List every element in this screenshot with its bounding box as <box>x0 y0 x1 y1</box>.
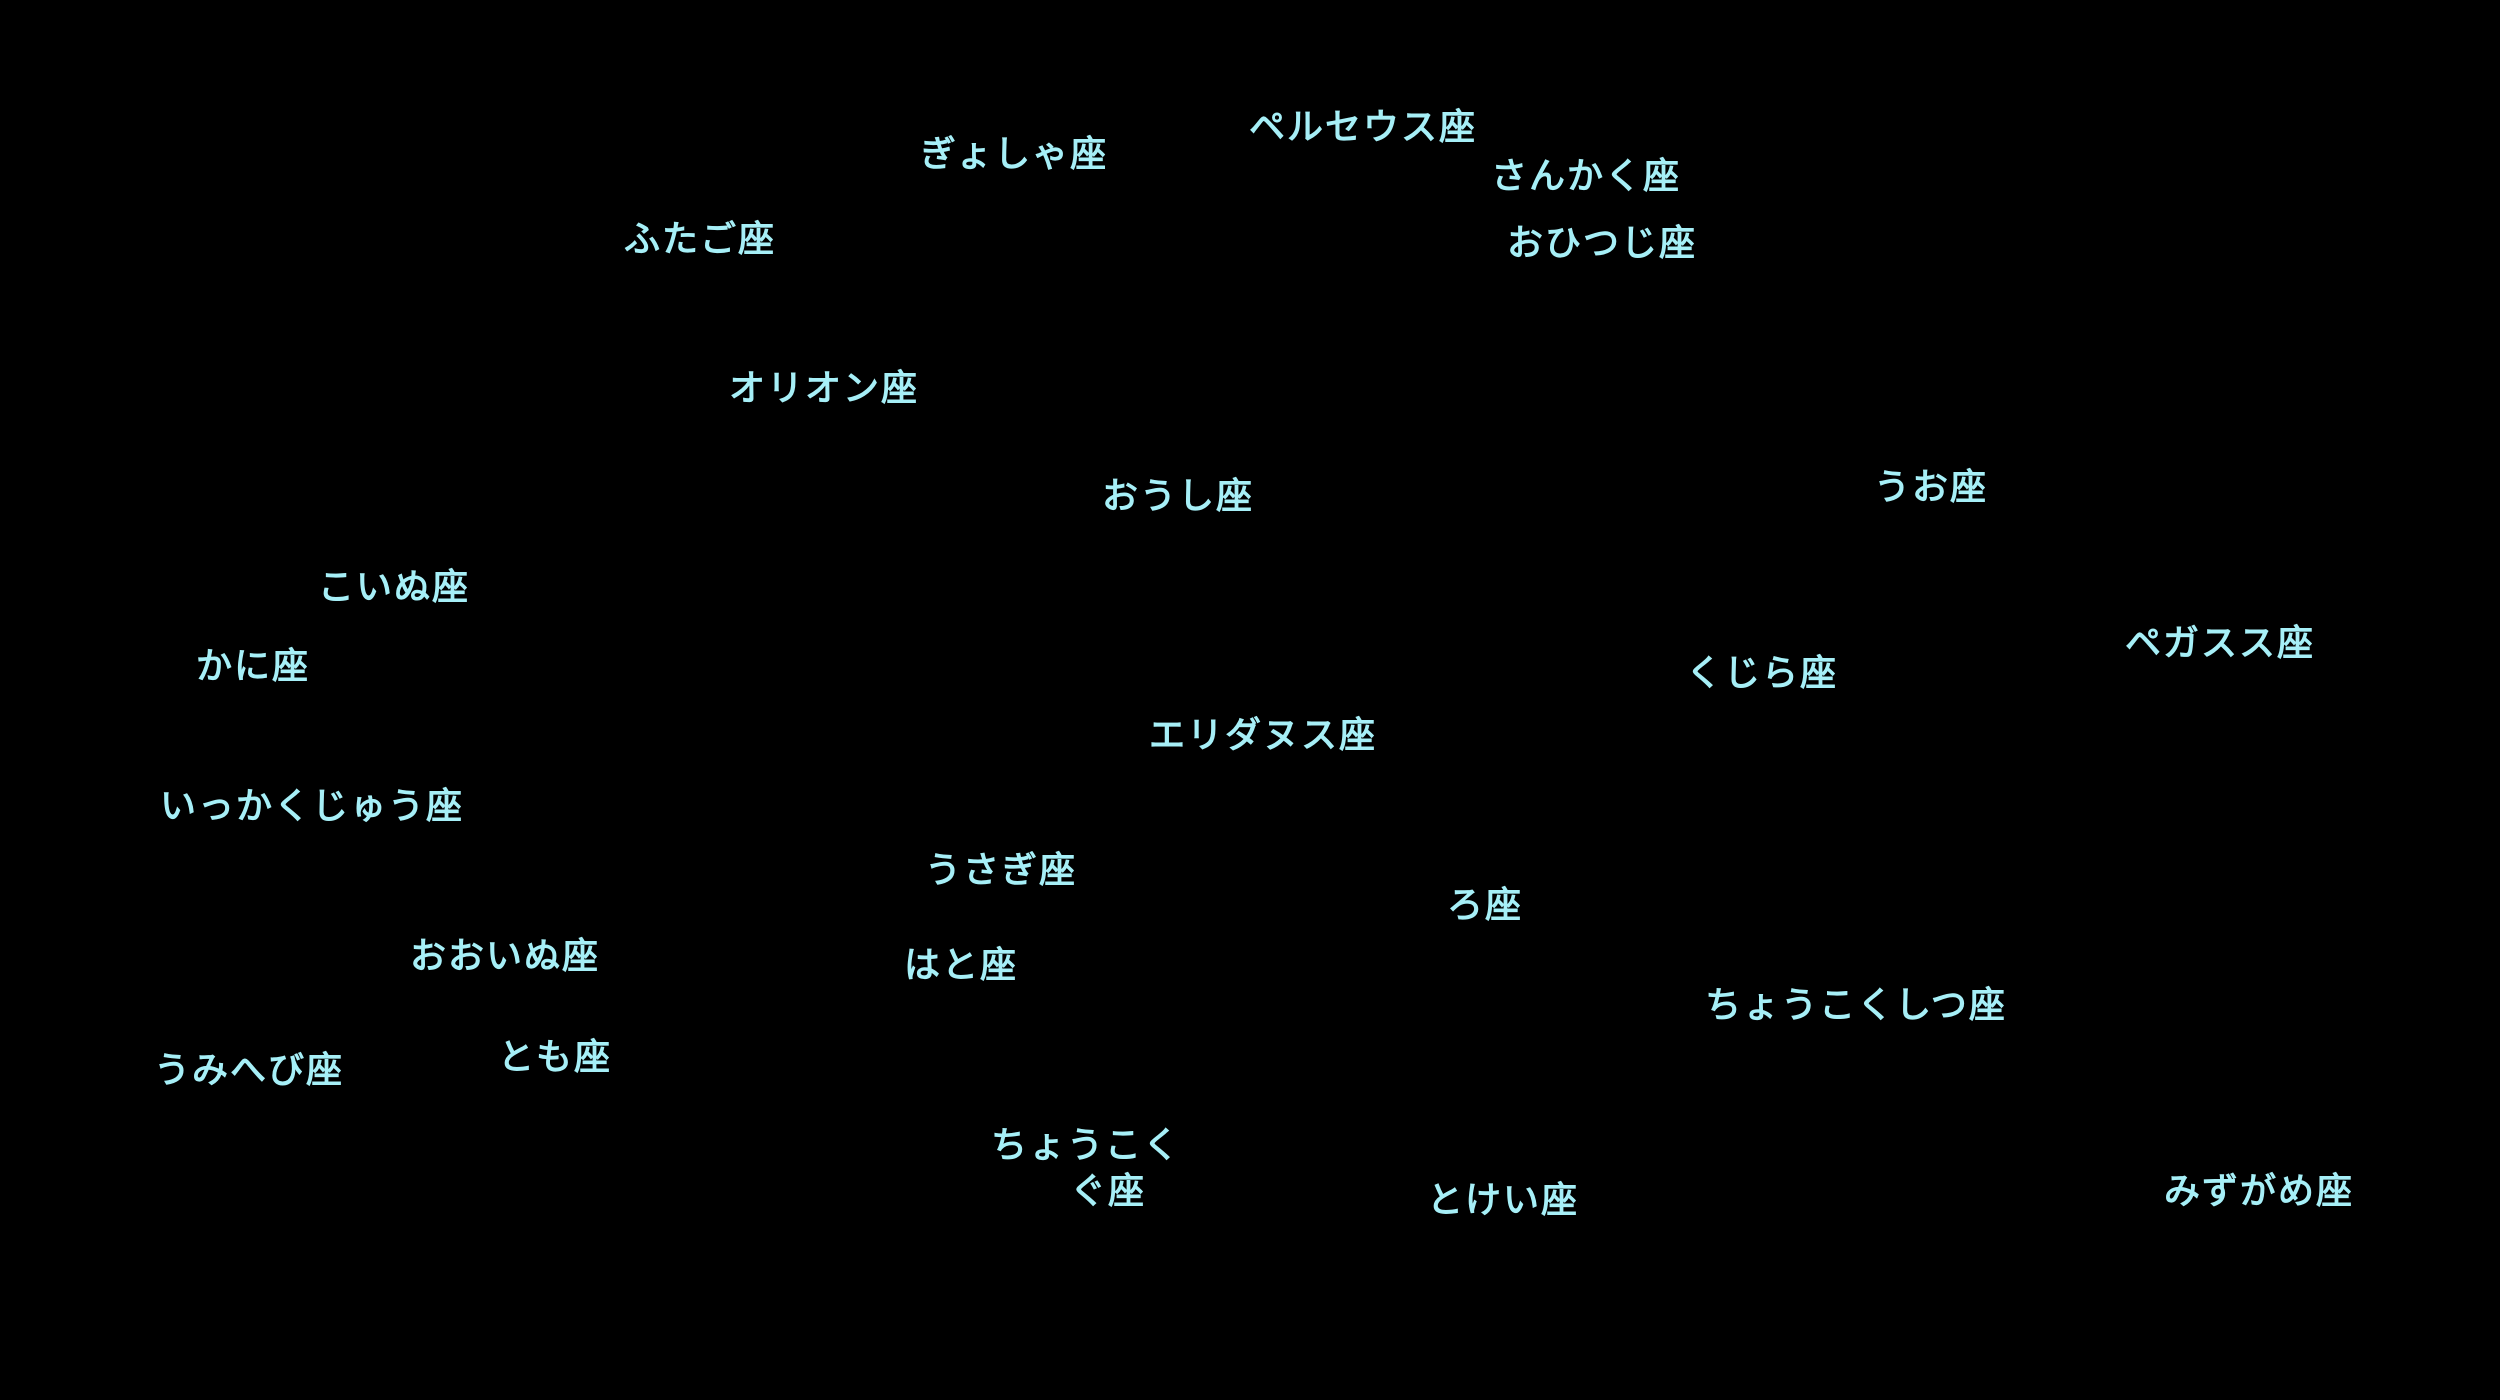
constellation-label-usagi: うさぎ座 <box>924 850 1078 891</box>
constellation-label-futago: ふたご座 <box>623 219 777 260</box>
constellation-label-tomo: とも座 <box>497 1037 613 1078</box>
constellation-label-oushi: おうし座 <box>1101 476 1255 517</box>
constellation-label-mizugame: みずがめ座 <box>2163 1171 2355 1212</box>
constellation-label-hato: はと座 <box>903 945 1019 986</box>
constellation-label-kani: かに座 <box>195 646 311 687</box>
constellation-label-pegasus: ペガスス座 <box>2124 623 2316 664</box>
constellation-label-ooinu: おおいぬ座 <box>409 936 601 977</box>
constellation-label-orion: オリオン座 <box>728 368 920 409</box>
constellation-label-ikkakujuu: いっかくじゅう座 <box>159 786 465 827</box>
constellation-label-sankaku: さんかく座 <box>1490 156 1682 197</box>
constellation-label-perseus: ペルセウス座 <box>1248 107 1478 148</box>
constellation-label-uo: うお座 <box>1873 467 1989 508</box>
constellation-label-eridanus: エリダヌス座 <box>1148 715 1378 756</box>
constellation-label-choukokushitsu: ちょうこくしつ座 <box>1705 985 2007 1026</box>
constellation-label-choukokugu: ぐ座 <box>1069 1171 1147 1212</box>
constellation-label-koinu: こいぬ座 <box>317 567 471 608</box>
constellation-label-choukokugu: ちょうこく <box>990 1125 1182 1166</box>
constellation-label-ohitsuji: おひつじ座 <box>1506 223 1698 264</box>
constellation-label-ro: ろ座 <box>1446 885 1524 926</box>
constellation-label-gyosha: ぎょしゃ座 <box>919 134 1109 175</box>
constellation-label-umihebi: うみへび座 <box>153 1050 345 1091</box>
constellation-label-tokei: とけい座 <box>1426 1180 1580 1221</box>
constellation-label-kujira: くじら座 <box>1685 653 1839 694</box>
